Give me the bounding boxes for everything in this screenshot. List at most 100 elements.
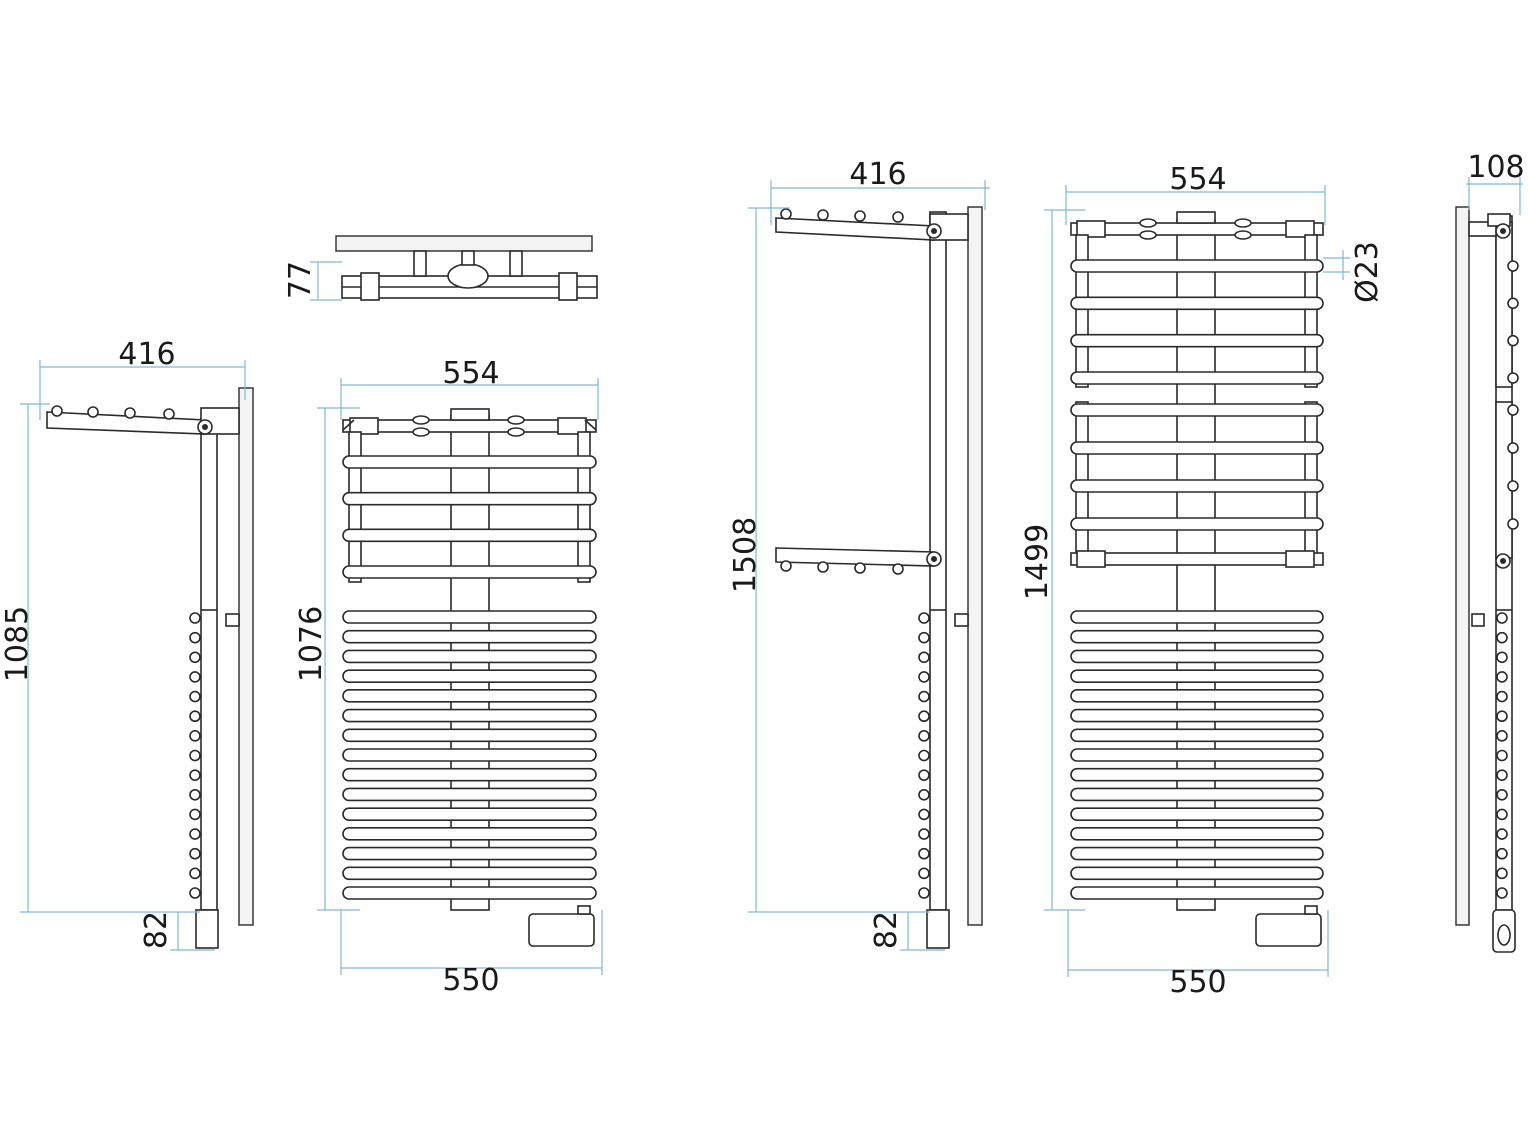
bar-end-marker [1496, 631, 1508, 644]
horizontal-bar [1070, 827, 1324, 841]
bar-end-marker [1496, 808, 1508, 821]
bar-end-marker [1496, 730, 1508, 742]
bar-end-marker [1507, 480, 1519, 492]
horizontal-bar [342, 807, 597, 821]
dim-side-small-foot: 82 [139, 911, 174, 949]
horizontal-bar [1070, 807, 1324, 821]
horizontal-bar [342, 886, 597, 900]
bar-end-marker [918, 828, 930, 840]
dim-top-depth: 77 [283, 261, 318, 299]
horizontal-bar [1070, 629, 1324, 644]
upper-bar-group [342, 455, 597, 579]
horizontal-bar [342, 565, 597, 579]
horizontal-bar [342, 708, 597, 723]
top-view: 77 [283, 235, 598, 301]
horizontal-bar [1070, 689, 1324, 703]
bar-end-marker [189, 887, 201, 899]
dim-front-small-top: 554 [442, 356, 499, 391]
bar-end-marker [1507, 442, 1519, 454]
bar-end-marker [1496, 828, 1508, 840]
horizontal-bar [1070, 787, 1324, 802]
upper-swing-arm [775, 217, 935, 241]
bar-end-marker [1496, 749, 1508, 762]
horizontal-bar [1070, 846, 1324, 861]
tube-bar-markers [189, 612, 201, 899]
bar-end-marker [1496, 769, 1508, 781]
horizontal-bar [342, 748, 597, 762]
bar-end-marker [1496, 651, 1508, 664]
horizontal-bar [1070, 371, 1324, 385]
tube-bar-markers [918, 612, 930, 899]
bar-end-marker [189, 769, 201, 781]
bar-end-marker [918, 887, 930, 899]
horizontal-bar [342, 827, 597, 841]
bar-end-marker [1496, 867, 1508, 880]
dim-side-large-foot: 82 [869, 911, 904, 949]
horizontal-bar [1070, 441, 1324, 455]
bar-end-marker [189, 828, 201, 840]
horizontal-bar [342, 728, 597, 743]
dim-front-large-top: 554 [1169, 162, 1226, 197]
bar-end-marker [1496, 788, 1508, 801]
horizontal-bar [342, 866, 597, 881]
horizontal-bar [1070, 649, 1324, 664]
horizontal-bar [1070, 708, 1324, 723]
vertical-tube [200, 417, 218, 911]
dim-front-small-bottom: 550 [442, 963, 499, 998]
lower-bar-group [1070, 610, 1324, 900]
bar-end-marker [189, 730, 201, 742]
horizontal-bar [342, 610, 597, 624]
horizontal-bar [342, 491, 597, 506]
horizontal-bar [1070, 866, 1324, 881]
bar-end-marker [189, 612, 201, 624]
bar-end-marker [189, 690, 201, 703]
heating-element [1255, 913, 1322, 947]
bar-end-marker [189, 651, 201, 664]
horizontal-bar [342, 649, 597, 664]
horizontal-bar [1070, 517, 1324, 531]
horizontal-bar [342, 787, 597, 802]
bar-end-marker [1496, 612, 1508, 624]
bar-end-marker [918, 631, 930, 644]
bar-end-marker [918, 808, 930, 821]
horizontal-bar [1070, 333, 1324, 348]
front-view-small: 554 1076 550 [294, 356, 603, 998]
horizontal-bar [1070, 479, 1324, 493]
dim-front-small-height: 1076 [294, 606, 329, 682]
side-view-small: 416 1085 82 [0, 337, 254, 951]
bar-end-marker [918, 749, 930, 762]
wall-section [967, 206, 983, 926]
horizontal-bar [1070, 886, 1324, 900]
horizontal-bar [342, 767, 597, 782]
bar-end-marker [1507, 372, 1519, 384]
horizontal-bar [1070, 767, 1324, 782]
horizontal-bar [1070, 296, 1324, 311]
bar-end-marker [918, 671, 930, 683]
wall-top-section [335, 235, 593, 252]
heating-element [528, 913, 595, 947]
dim-front-large-bottom: 550 [1169, 965, 1226, 1000]
middle-rail [1070, 552, 1324, 566]
side-view-large: 416 1508 82 [728, 157, 990, 951]
dim-side-small-width: 416 [118, 337, 175, 372]
dim-side-large-height: 1508 [728, 517, 763, 593]
bar-end-marker [1496, 887, 1508, 899]
dim-tube-diameter: Ø23 [1350, 241, 1385, 303]
bar-end-marker [189, 788, 201, 801]
bar-end-marker [1496, 847, 1508, 860]
lower-swing-arm [775, 547, 935, 567]
front-top-rail [1070, 222, 1324, 236]
profile-view: 108 [1455, 150, 1525, 953]
bar-end-marker [189, 808, 201, 821]
horizontal-bar [1070, 669, 1324, 683]
horizontal-bar [1070, 259, 1324, 273]
dim-profile-depth: 108 [1467, 150, 1524, 185]
horizontal-bar [1070, 403, 1324, 417]
lower-bar-group [342, 610, 597, 900]
bar-end-marker [1496, 690, 1508, 703]
bar-end-marker [1507, 518, 1519, 530]
bar-end-marker [189, 847, 201, 860]
bar-end-marker [918, 769, 930, 781]
bar-end-marker [189, 631, 201, 644]
dim-side-large-width: 416 [849, 157, 906, 192]
